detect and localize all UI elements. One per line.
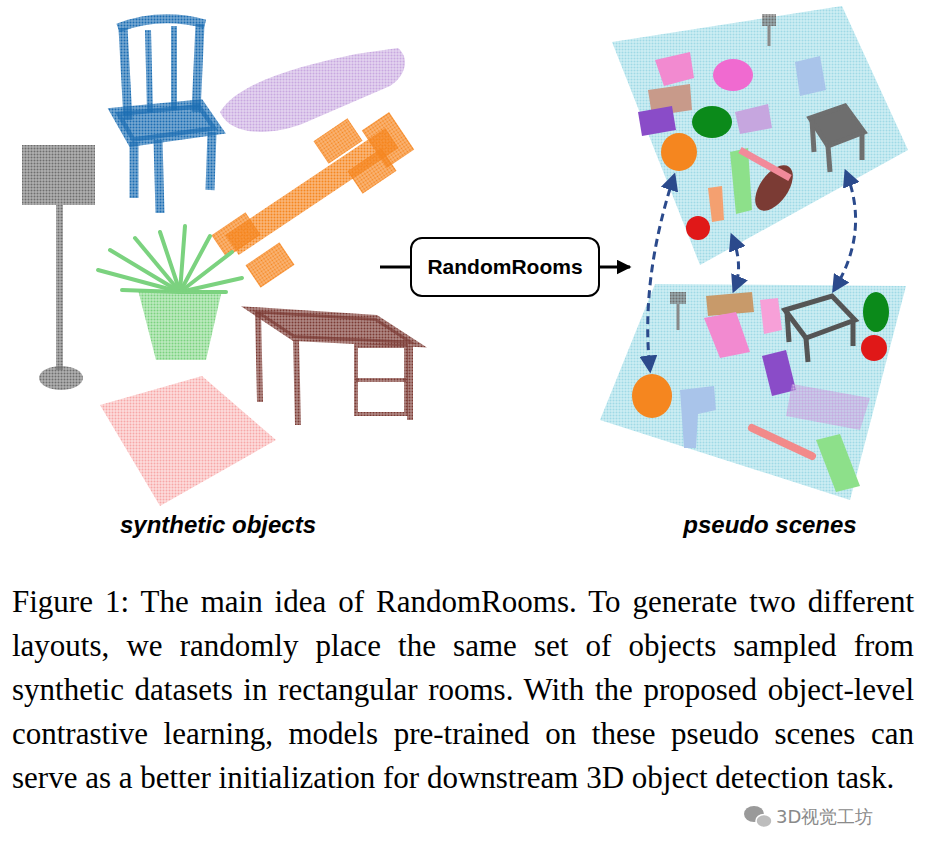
lamp-object — [22, 145, 95, 390]
scene-bottom — [600, 284, 906, 500]
scene-floor — [600, 284, 906, 500]
figure-label: pseudo scenes — [683, 511, 856, 539]
scene-plant — [863, 292, 889, 332]
chair-post — [123, 28, 128, 120]
scene-object — [752, 428, 812, 456]
chair-leg — [130, 142, 139, 198]
watermark-icon — [744, 806, 772, 828]
scene-table — [810, 106, 864, 172]
scene-object — [740, 150, 790, 178]
desk-drawers — [356, 346, 406, 414]
scene-box — [638, 106, 676, 136]
scene-lamp-pole — [768, 26, 771, 46]
scene-lamp — [708, 186, 724, 222]
plant-object — [98, 226, 242, 360]
scene-car — [816, 434, 860, 492]
box-label: RandomRooms — [427, 255, 582, 279]
correspondence-arrow — [732, 236, 739, 290]
chair-object — [115, 19, 218, 213]
scene-chair — [680, 386, 716, 448]
racecar-object — [212, 113, 413, 287]
chair-seat — [115, 104, 218, 142]
scene-object — [713, 59, 753, 91]
racecar-wheel — [212, 213, 260, 257]
desk-leg — [258, 312, 260, 402]
arrow-line — [598, 266, 630, 269]
scene-lamp-pole — [677, 304, 680, 330]
scene-plant — [686, 216, 710, 240]
scene-plant — [692, 106, 732, 138]
scene-object — [632, 374, 672, 418]
scene-chair — [655, 52, 694, 86]
scene-top — [612, 6, 908, 265]
desk-leg — [296, 340, 298, 425]
correspondence-arrow — [834, 172, 856, 290]
scene-chair — [704, 312, 750, 358]
process-box: RandomRooms — [410, 237, 600, 297]
correspondence-arrow — [648, 176, 674, 370]
plant-pot — [138, 290, 222, 360]
watermark: 3D视觉工坊 — [774, 805, 875, 829]
racecar-wheel — [246, 243, 294, 287]
scene-car — [786, 384, 870, 430]
scene-chair — [795, 56, 826, 96]
arrow-line — [380, 266, 412, 269]
scene-chair — [760, 298, 782, 334]
chair-post — [196, 24, 200, 112]
racecar-wing — [362, 113, 413, 167]
chair-slat — [171, 26, 177, 110]
racecar-wheel — [314, 119, 362, 163]
figure-caption: Figure 1: The main idea of RandomRooms. … — [12, 580, 914, 800]
scene-lamp — [762, 14, 776, 26]
lamp-base — [39, 366, 83, 390]
scene-box — [762, 350, 796, 396]
scene-floor — [612, 6, 908, 265]
chair-leg — [210, 132, 212, 190]
chair-leg — [158, 140, 160, 213]
scene-desk — [706, 292, 754, 316]
bed-object — [100, 376, 276, 506]
scene-object — [661, 133, 697, 171]
scene-car — [735, 104, 772, 134]
scene-plant — [861, 335, 887, 361]
figure-label: synthetic objects — [120, 511, 316, 539]
chair-rail — [118, 19, 205, 28]
plant-leaves — [98, 226, 242, 292]
desk-object — [252, 310, 416, 425]
desk-top — [252, 310, 416, 344]
scene-table — [785, 296, 855, 362]
car-object — [220, 48, 405, 132]
desk-drawer-line — [356, 378, 406, 382]
scene-lamp — [670, 292, 686, 304]
chair-slat — [148, 30, 150, 112]
lamp-pole — [56, 205, 63, 370]
watermark-bubble — [756, 815, 772, 828]
lamp-shade — [22, 145, 95, 205]
correspondence-arrows — [648, 172, 856, 370]
